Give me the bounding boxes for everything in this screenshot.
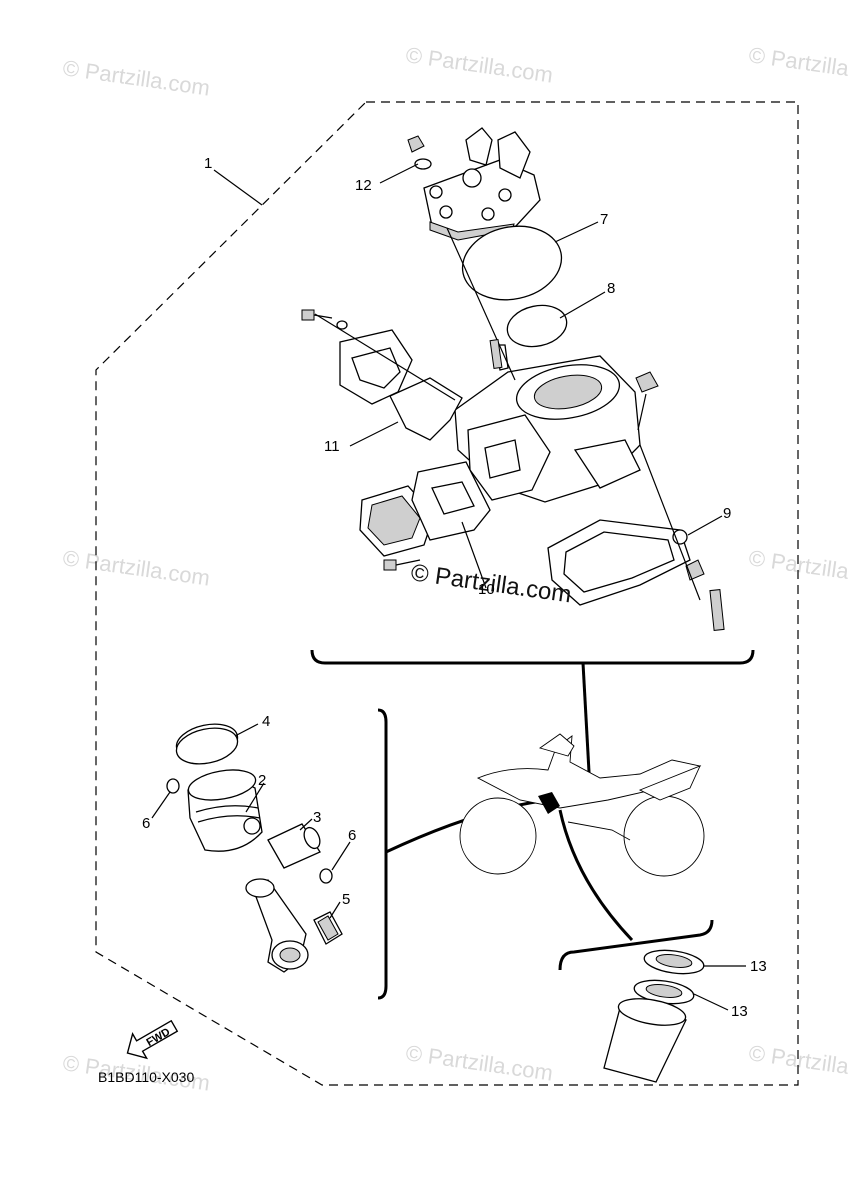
dowel-stud	[685, 559, 725, 631]
watermark: © Partzilla.com	[404, 42, 554, 87]
callout-1: 1	[204, 155, 212, 172]
reed-bolt	[383, 559, 421, 571]
callout-12: 12	[355, 177, 372, 194]
section-bracket-left	[377, 708, 388, 1000]
exhaust-cover	[339, 329, 413, 405]
watermark: © Partzilla.com	[404, 1040, 554, 1085]
piston	[187, 769, 263, 852]
kit-boundary	[95, 101, 799, 1086]
callout-6-left: 6	[142, 815, 150, 832]
callout-3: 3	[313, 809, 321, 826]
head-o-ring-large	[461, 225, 563, 301]
piston-pin-clip	[166, 778, 180, 794]
base-gasket	[547, 519, 691, 606]
callout-8: 8	[607, 280, 615, 297]
stud-bolt	[489, 339, 503, 369]
leader-1	[213, 169, 263, 206]
head-nut	[407, 135, 432, 170]
drawing-code: B1BD110-X030	[98, 1069, 194, 1085]
callout-13-upper: 13	[750, 958, 767, 975]
small-end-bearing	[313, 911, 343, 945]
callout-4: 4	[262, 713, 270, 730]
piston-pin-clip	[319, 868, 333, 884]
bracket-link-bottom	[558, 809, 634, 942]
callout-leaders	[151, 163, 746, 1011]
motorcycle-outline	[459, 733, 705, 877]
cylinder-body	[446, 227, 641, 503]
watermark: © Partzilla.com	[747, 1040, 848, 1085]
exhaust-bolt	[301, 309, 456, 401]
callout-2: 2	[258, 772, 266, 789]
reed-gasket-port	[431, 481, 475, 515]
fwd-label: FWD	[145, 1026, 173, 1049]
fwd-arrow-icon: FWD	[126, 1019, 179, 1060]
callout-7: 7	[600, 211, 608, 228]
crank-shaft-end	[603, 998, 687, 1083]
callout-10: 10	[478, 581, 495, 598]
piston-pin	[267, 823, 321, 869]
section-bracket-top	[310, 649, 755, 665]
bracket-link-top	[581, 662, 592, 791]
head-o-ring-small	[506, 304, 568, 348]
reed-leader	[461, 521, 487, 589]
piston-ring	[175, 723, 239, 765]
callout-5: 5	[342, 891, 350, 908]
exhaust-gasket	[389, 377, 463, 441]
oil-seal-upper	[643, 949, 705, 975]
watermark: © Partzilla.com	[747, 545, 848, 590]
cylinder-nut	[635, 371, 659, 431]
connecting-rod	[245, 878, 309, 973]
callout-6-right: 6	[348, 827, 356, 844]
watermark: © Partzilla.com	[61, 545, 211, 590]
section-bracket-bottom	[558, 919, 714, 971]
callout-13-lower: 13	[731, 1003, 748, 1020]
callout-labels: 1 12 7 8 11 9 10 4 2 3 6 6 5 13 13	[142, 155, 767, 1020]
watermark: © Partzilla.com	[61, 55, 211, 100]
oil-seal-lower	[633, 979, 695, 1005]
callout-11: 11	[324, 438, 340, 455]
callout-9: 9	[723, 505, 731, 522]
watermark: © Partzilla.com	[747, 42, 848, 87]
cylinder-head	[423, 127, 541, 241]
